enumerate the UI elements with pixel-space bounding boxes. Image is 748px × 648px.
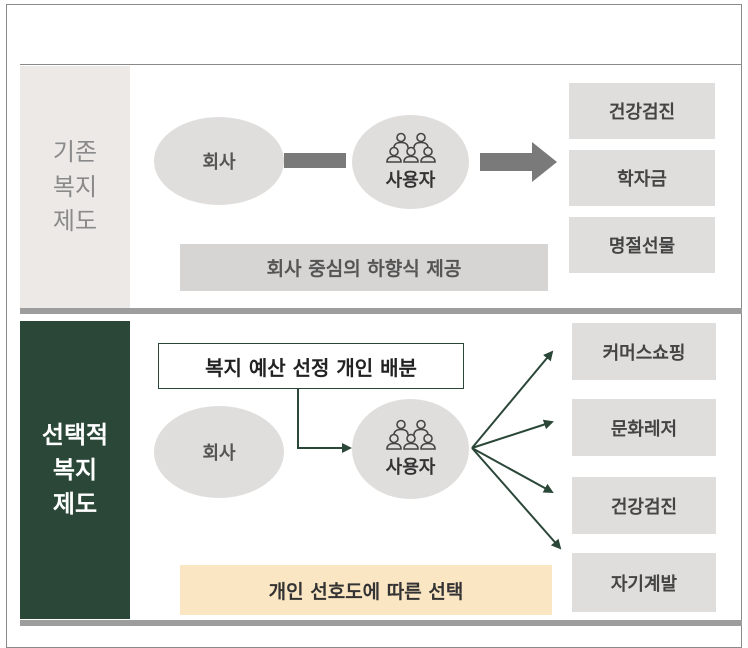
budget-callout: 복지 예산 선정 개인 배분 xyxy=(158,343,464,389)
existing-company-label: 회사 xyxy=(202,152,236,173)
selective-user-label: 사용자 xyxy=(385,457,436,478)
selective-company-node: 회사 xyxy=(154,406,284,498)
existing-company-node: 회사 xyxy=(154,117,284,205)
existing-user-label: 사용자 xyxy=(385,170,436,191)
callout-to-user-arrow xyxy=(297,389,352,453)
bottom-divider xyxy=(20,620,742,626)
selective-item-2: 문화레저 xyxy=(572,399,716,456)
selective-item-3: 건강검진 xyxy=(572,477,716,534)
fan-arrow-3 xyxy=(471,447,554,493)
selective-system-label: 선택적 복지 제도 xyxy=(20,321,130,619)
selective-user-node: 사용자 xyxy=(352,399,469,499)
existing-label-line-2: 복지 xyxy=(52,172,98,201)
existing-label-line-3: 제도 xyxy=(52,207,98,236)
fan-arrow-1 xyxy=(471,350,554,449)
section-separator xyxy=(20,308,742,314)
existing-label-line-1: 기존 xyxy=(52,137,98,166)
selective-company-label: 회사 xyxy=(202,443,236,464)
existing-connector-bar xyxy=(284,153,346,168)
selective-item-1: 커머스쇼핑 xyxy=(572,323,716,380)
existing-item-1: 건강검진 xyxy=(569,83,715,139)
selective-item-4: 자기계발 xyxy=(572,553,716,612)
top-divider xyxy=(20,64,742,65)
existing-banner: 회사 중심의 하향식 제공 xyxy=(180,244,548,291)
people-group-icon xyxy=(385,419,436,450)
existing-flow-arrow xyxy=(480,142,557,182)
existing-user-node: 사용자 xyxy=(352,115,469,209)
fan-arrow-2 xyxy=(471,419,554,449)
people-group-icon xyxy=(385,132,436,163)
selective-label-line-2: 복지 xyxy=(52,455,98,484)
existing-item-3: 명절선물 xyxy=(569,217,715,273)
selective-banner: 개인 선호도에 따른 선택 xyxy=(180,565,552,615)
fan-arrow-4 xyxy=(471,447,562,550)
selective-label-line-1: 선택적 xyxy=(41,420,109,449)
existing-item-2: 학자금 xyxy=(569,150,715,206)
selective-label-line-3: 제도 xyxy=(52,490,98,519)
existing-system-label: 기존 복지 제도 xyxy=(20,66,130,308)
